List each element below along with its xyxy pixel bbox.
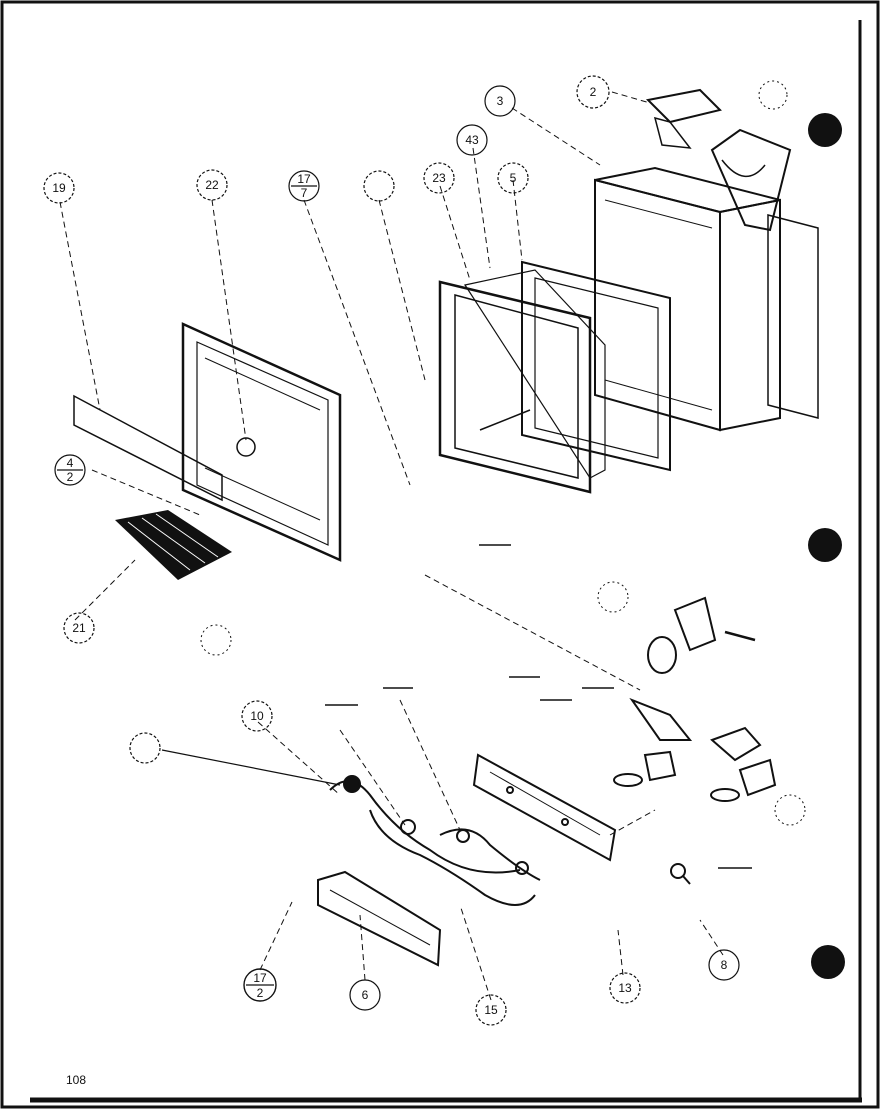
callout-label: 6	[362, 988, 369, 1002]
callout-label: 15	[484, 1003, 498, 1017]
gasket-frame	[521, 260, 671, 472]
callout-label: 23	[432, 171, 446, 185]
callout-5: 5	[497, 162, 529, 194]
callout-blank-top	[363, 170, 395, 202]
binder-hole-bottom	[811, 945, 845, 979]
callout-label: 2	[67, 470, 74, 484]
callout-label: 2	[590, 85, 597, 99]
callout-label: 17	[297, 172, 311, 186]
drip-grille	[115, 510, 232, 580]
callout-blank-right-1	[597, 581, 629, 613]
actuator-bracket	[472, 753, 617, 862]
callout-23: 23	[423, 162, 455, 194]
callout-blank-top-right	[758, 80, 788, 110]
recess-frame	[438, 269, 606, 494]
callout-17-7: 17 7	[288, 170, 320, 202]
callout-15: 15	[475, 994, 507, 1026]
leader-line-solid	[161, 749, 341, 786]
callout-label: 3	[497, 94, 504, 108]
callout-43: 43	[456, 124, 488, 156]
lower-cover-plate	[317, 870, 442, 967]
callout-label: 4	[67, 456, 74, 470]
motor-gear-assembly	[613, 596, 777, 885]
callout-blank-lower-left	[129, 732, 161, 764]
callout-label: 2	[257, 986, 264, 1000]
front-panel	[181, 322, 342, 562]
callout-label: 21	[72, 621, 86, 635]
wiring-harness	[329, 775, 541, 906]
callout-3: 3	[484, 85, 516, 117]
callout-label: 22	[205, 178, 219, 192]
fraction-markers	[325, 544, 752, 869]
callout-label: 17	[253, 971, 267, 985]
callout-blank-right-2	[774, 794, 806, 826]
callout-6: 6	[349, 979, 381, 1011]
dispenser-housing	[594, 88, 819, 432]
callout-22: 22	[196, 169, 228, 201]
callout-2-top: 2	[576, 75, 610, 109]
callout-label: 5	[510, 171, 517, 185]
callout-blank-left	[200, 624, 232, 656]
callout-label: 43	[465, 133, 479, 147]
binder-hole-top	[808, 113, 842, 147]
callout-19: 19	[43, 172, 75, 204]
binder-hole-middle	[808, 528, 842, 562]
callout-label: 10	[250, 709, 264, 723]
callout-label: 19	[52, 181, 66, 195]
page-number: 108	[66, 1073, 87, 1087]
callout-13: 13	[609, 972, 641, 1004]
callout-10: 10	[241, 700, 273, 732]
callout-8: 8	[708, 949, 740, 981]
callout-label: 13	[618, 981, 632, 995]
callout-17-2: 17 2	[243, 968, 277, 1002]
callout-21: 21	[63, 612, 95, 644]
label-strip	[73, 394, 223, 502]
callout-label: 8	[721, 958, 728, 972]
callout-label: 7	[301, 186, 308, 200]
callout-4-2: 4 2	[54, 454, 86, 486]
